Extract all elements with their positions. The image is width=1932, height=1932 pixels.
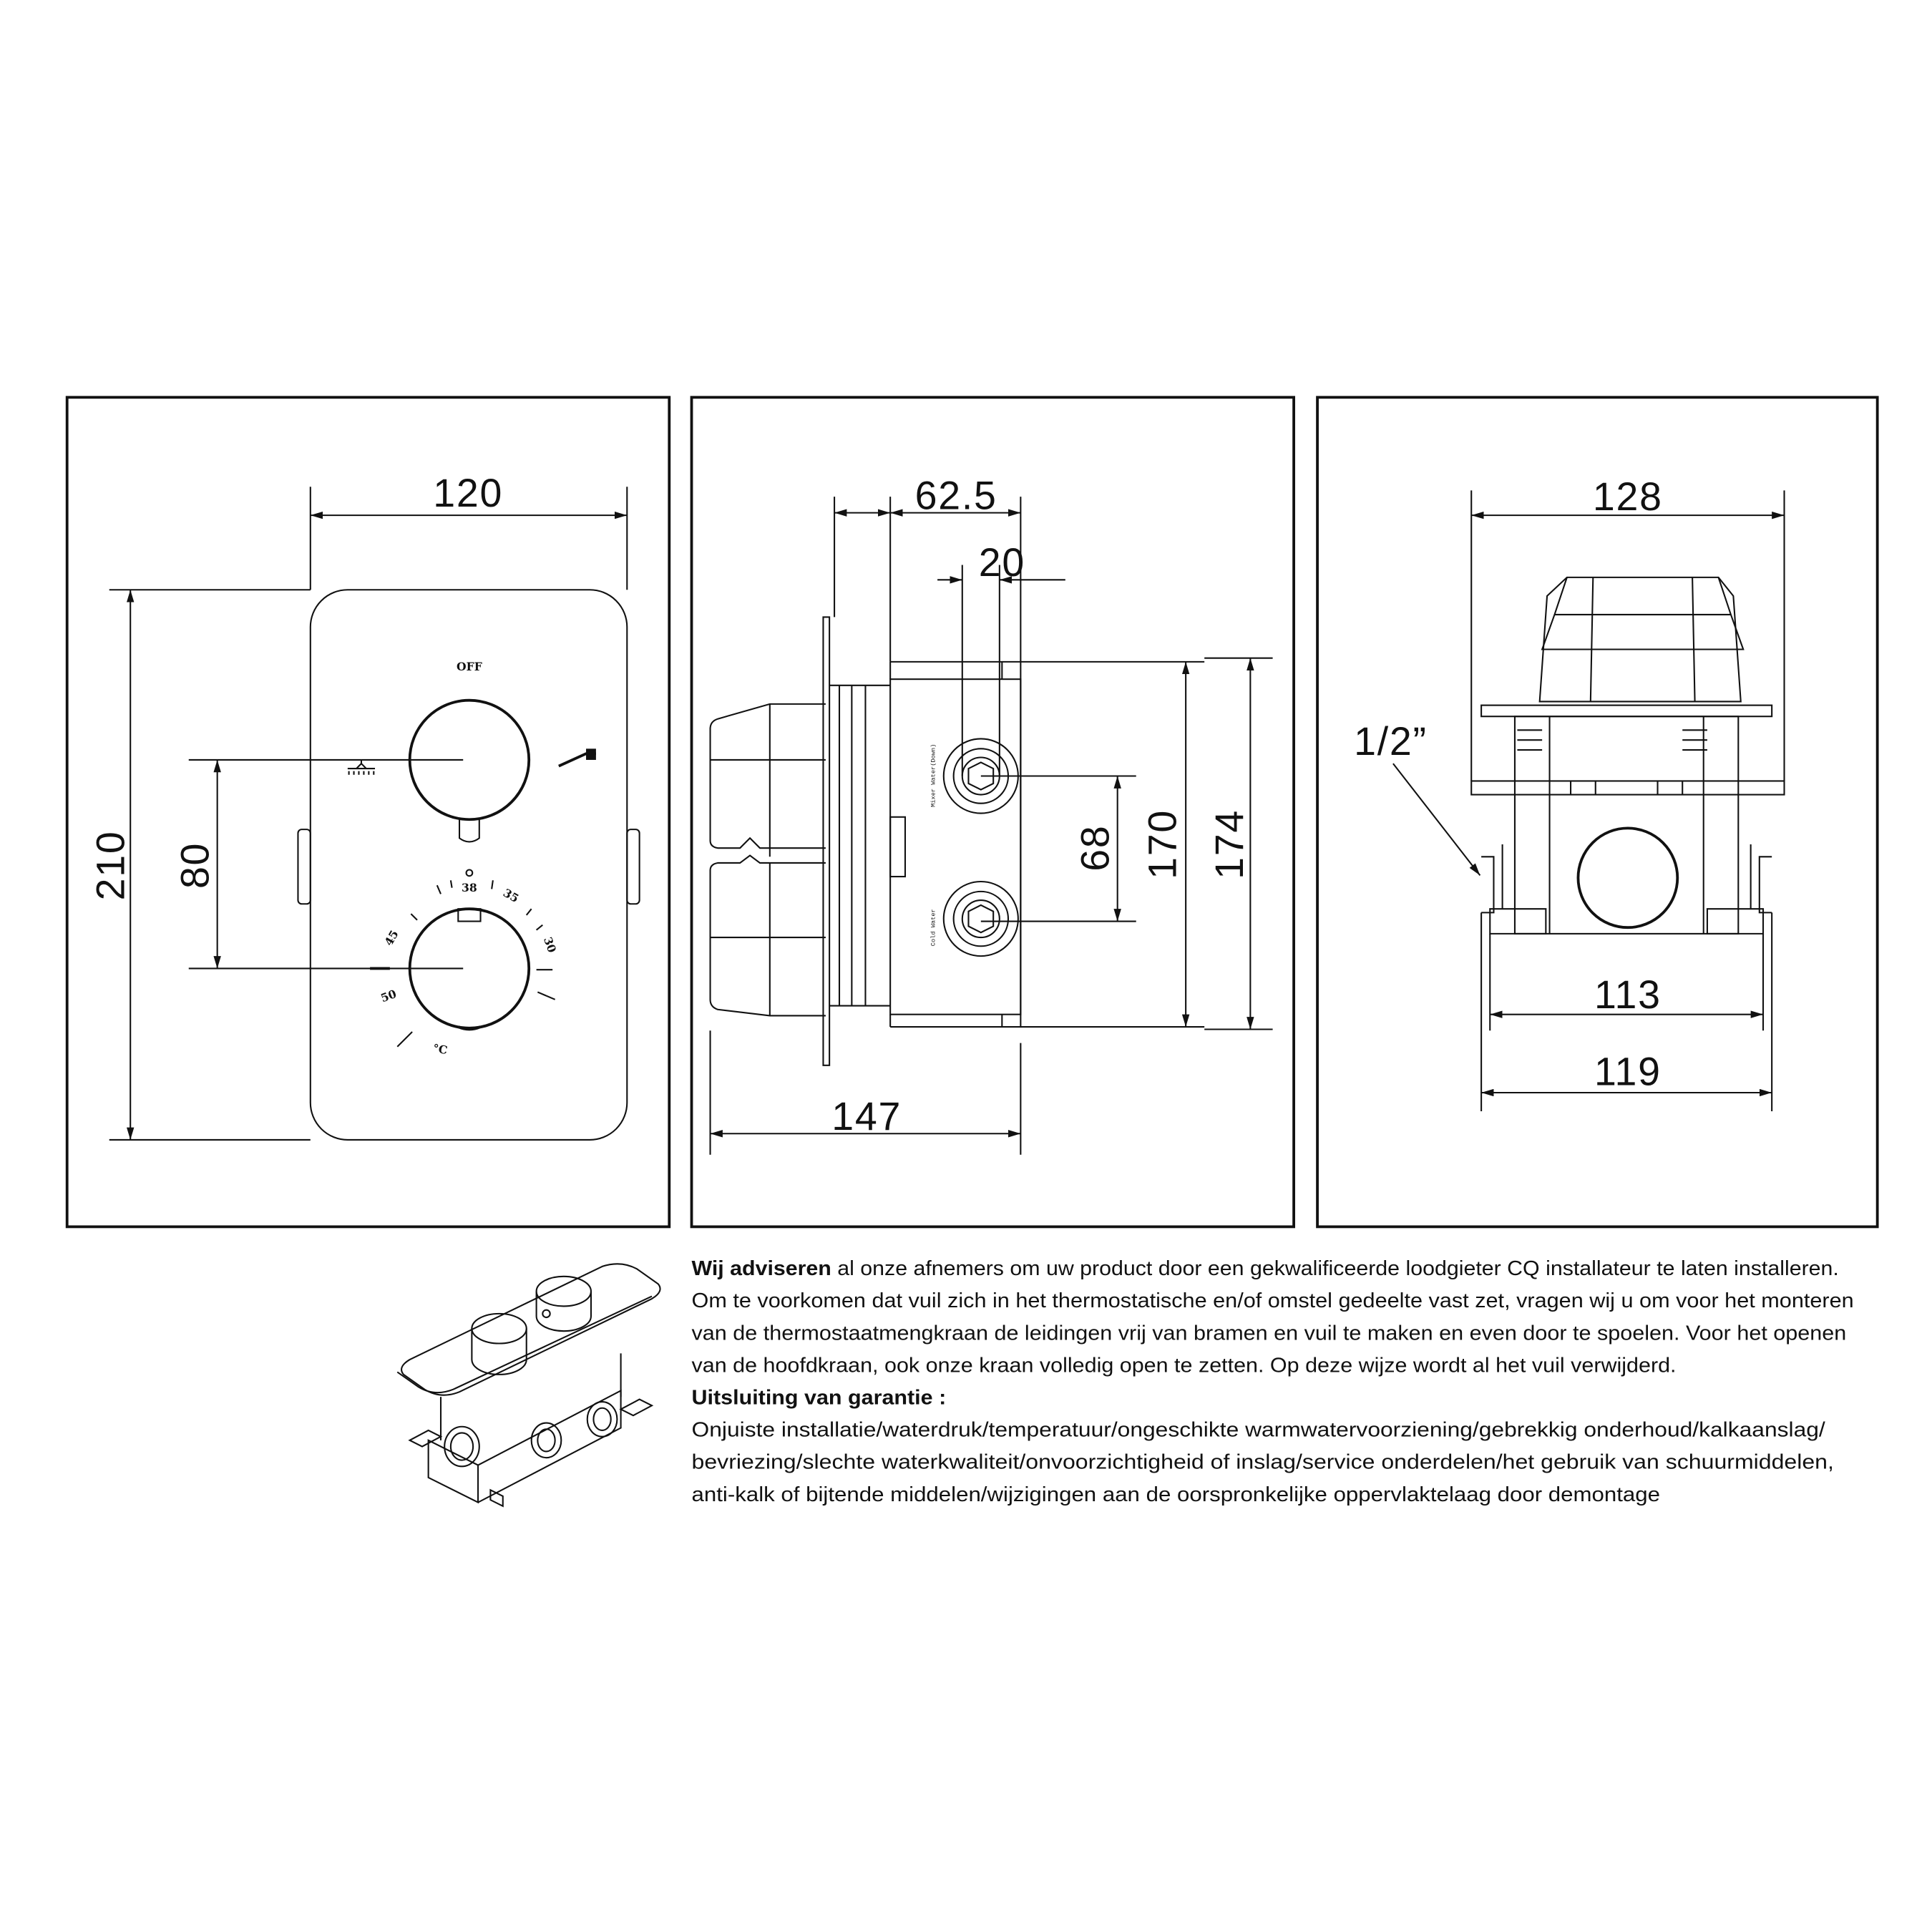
- dim-170: 170: [1140, 809, 1184, 879]
- diverter-knob: [408, 698, 531, 821]
- notes-line-8: anti-kalk of bijtende middelen/wijziging…: [692, 1483, 1660, 1506]
- plate-clip-right: [626, 829, 640, 905]
- dim-68: 68: [1073, 825, 1118, 872]
- front-view-panel: 120 210 80 OFF 38 35 30 45: [65, 396, 671, 1229]
- dim-width-120: 120: [433, 471, 503, 515]
- dim-147: 147: [831, 1094, 902, 1138]
- shower-head-icon: [347, 759, 376, 775]
- dim-128: 128: [1593, 474, 1663, 519]
- outlet-opening: [1576, 826, 1679, 930]
- knob-handles-side: [709, 703, 826, 1017]
- temp-unit: °C: [432, 1041, 449, 1057]
- temp-45: 45: [381, 928, 401, 948]
- box-body: [889, 678, 1022, 1015]
- temp-38: 38: [462, 881, 477, 894]
- side-view-panel: Mixer Water(Down) Cold Water 62.5 20 147…: [690, 396, 1296, 1229]
- knob-cap: [1538, 576, 1745, 703]
- installation-notes: Wij adviseren al onze afnemers om uw pro…: [692, 1257, 1854, 1506]
- port-label-cold: Cold Water: [930, 909, 937, 946]
- temp-35: 35: [501, 886, 521, 905]
- top-view-panel: 128 113 119 1/2”: [1316, 396, 1879, 1229]
- notes-line-1: Wij adviseren al onze afnemers om uw pro…: [692, 1257, 1839, 1280]
- off-label: OFF: [457, 660, 482, 673]
- notes-line-2: Om te voorkomen dat vuil zich in het the…: [692, 1289, 1854, 1312]
- dim-174: 174: [1207, 809, 1252, 879]
- plate-clip-left: [297, 829, 311, 905]
- temp-50: 50: [379, 987, 399, 1005]
- temp-30: 30: [541, 935, 559, 955]
- dim-20: 20: [979, 540, 1025, 585]
- dim-height-210: 210: [89, 831, 133, 901]
- notes-line-3: van de thermostaatmengkraan de leidingen…: [692, 1322, 1847, 1345]
- dim-113: 113: [1594, 972, 1662, 1017]
- warranty-heading: Uitsluiting van garantie :: [692, 1387, 947, 1410]
- product-isometric-illustration: [396, 1263, 661, 1508]
- dim-62-5: 62.5: [915, 473, 997, 517]
- mounting-plate: [822, 616, 831, 1066]
- notes-line-4: van de hoofdkraan, ook onze kraan volled…: [692, 1354, 1677, 1377]
- thread-size-label: 1/2”: [1354, 719, 1428, 763]
- dim-119: 119: [1594, 1050, 1662, 1094]
- port-label-mixer: Mixer Water(Down): [930, 744, 937, 807]
- inlet-port-cold: [942, 880, 1019, 957]
- notes-line-7: bevriezing/slechte waterkwaliteit/onvoor…: [692, 1451, 1834, 1474]
- box-body-top: [1513, 716, 1740, 935]
- spout-icon: [558, 748, 596, 768]
- dim-spacing-80: 80: [173, 842, 218, 889]
- notes-line-6: Onjuiste installatie/waterdruk/temperatu…: [692, 1419, 1825, 1442]
